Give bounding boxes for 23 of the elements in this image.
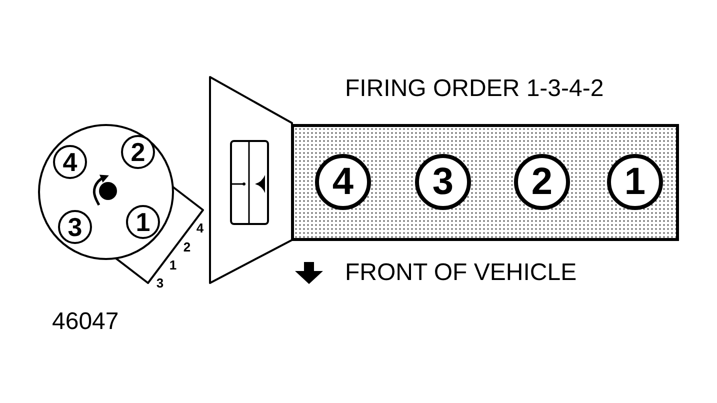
wire-order-number: 2 [183,240,191,254]
cylinder-number: 1 [624,163,646,201]
cylinder-circle [607,154,663,210]
cylinder-number: 3 [432,163,454,201]
terminal-number: 2 [130,139,146,165]
wire-order-number: 3 [156,276,164,290]
terminal-circle [53,145,87,179]
cylinder-circle [315,154,371,210]
diagram-title: FIRING ORDER 1-3-4-2 [345,77,604,101]
wire-order-number: 1 [169,258,177,272]
wire-order-number: 4 [196,222,204,234]
figure-number: 46047 [52,310,119,334]
direction-label: FRONT OF VEHICLE [345,261,577,285]
terminal-number: 3 [68,214,82,240]
terminal-circle [126,205,160,239]
cylinder-circle [415,154,471,210]
cylinder-number: 4 [332,163,354,201]
terminal-circle [121,135,155,169]
terminal-circle [58,210,92,244]
cylinder-number: 2 [531,163,553,201]
terminal-number: 1 [136,209,150,235]
terminal-number: 4 [62,149,78,175]
cylinder-circle [514,154,570,210]
